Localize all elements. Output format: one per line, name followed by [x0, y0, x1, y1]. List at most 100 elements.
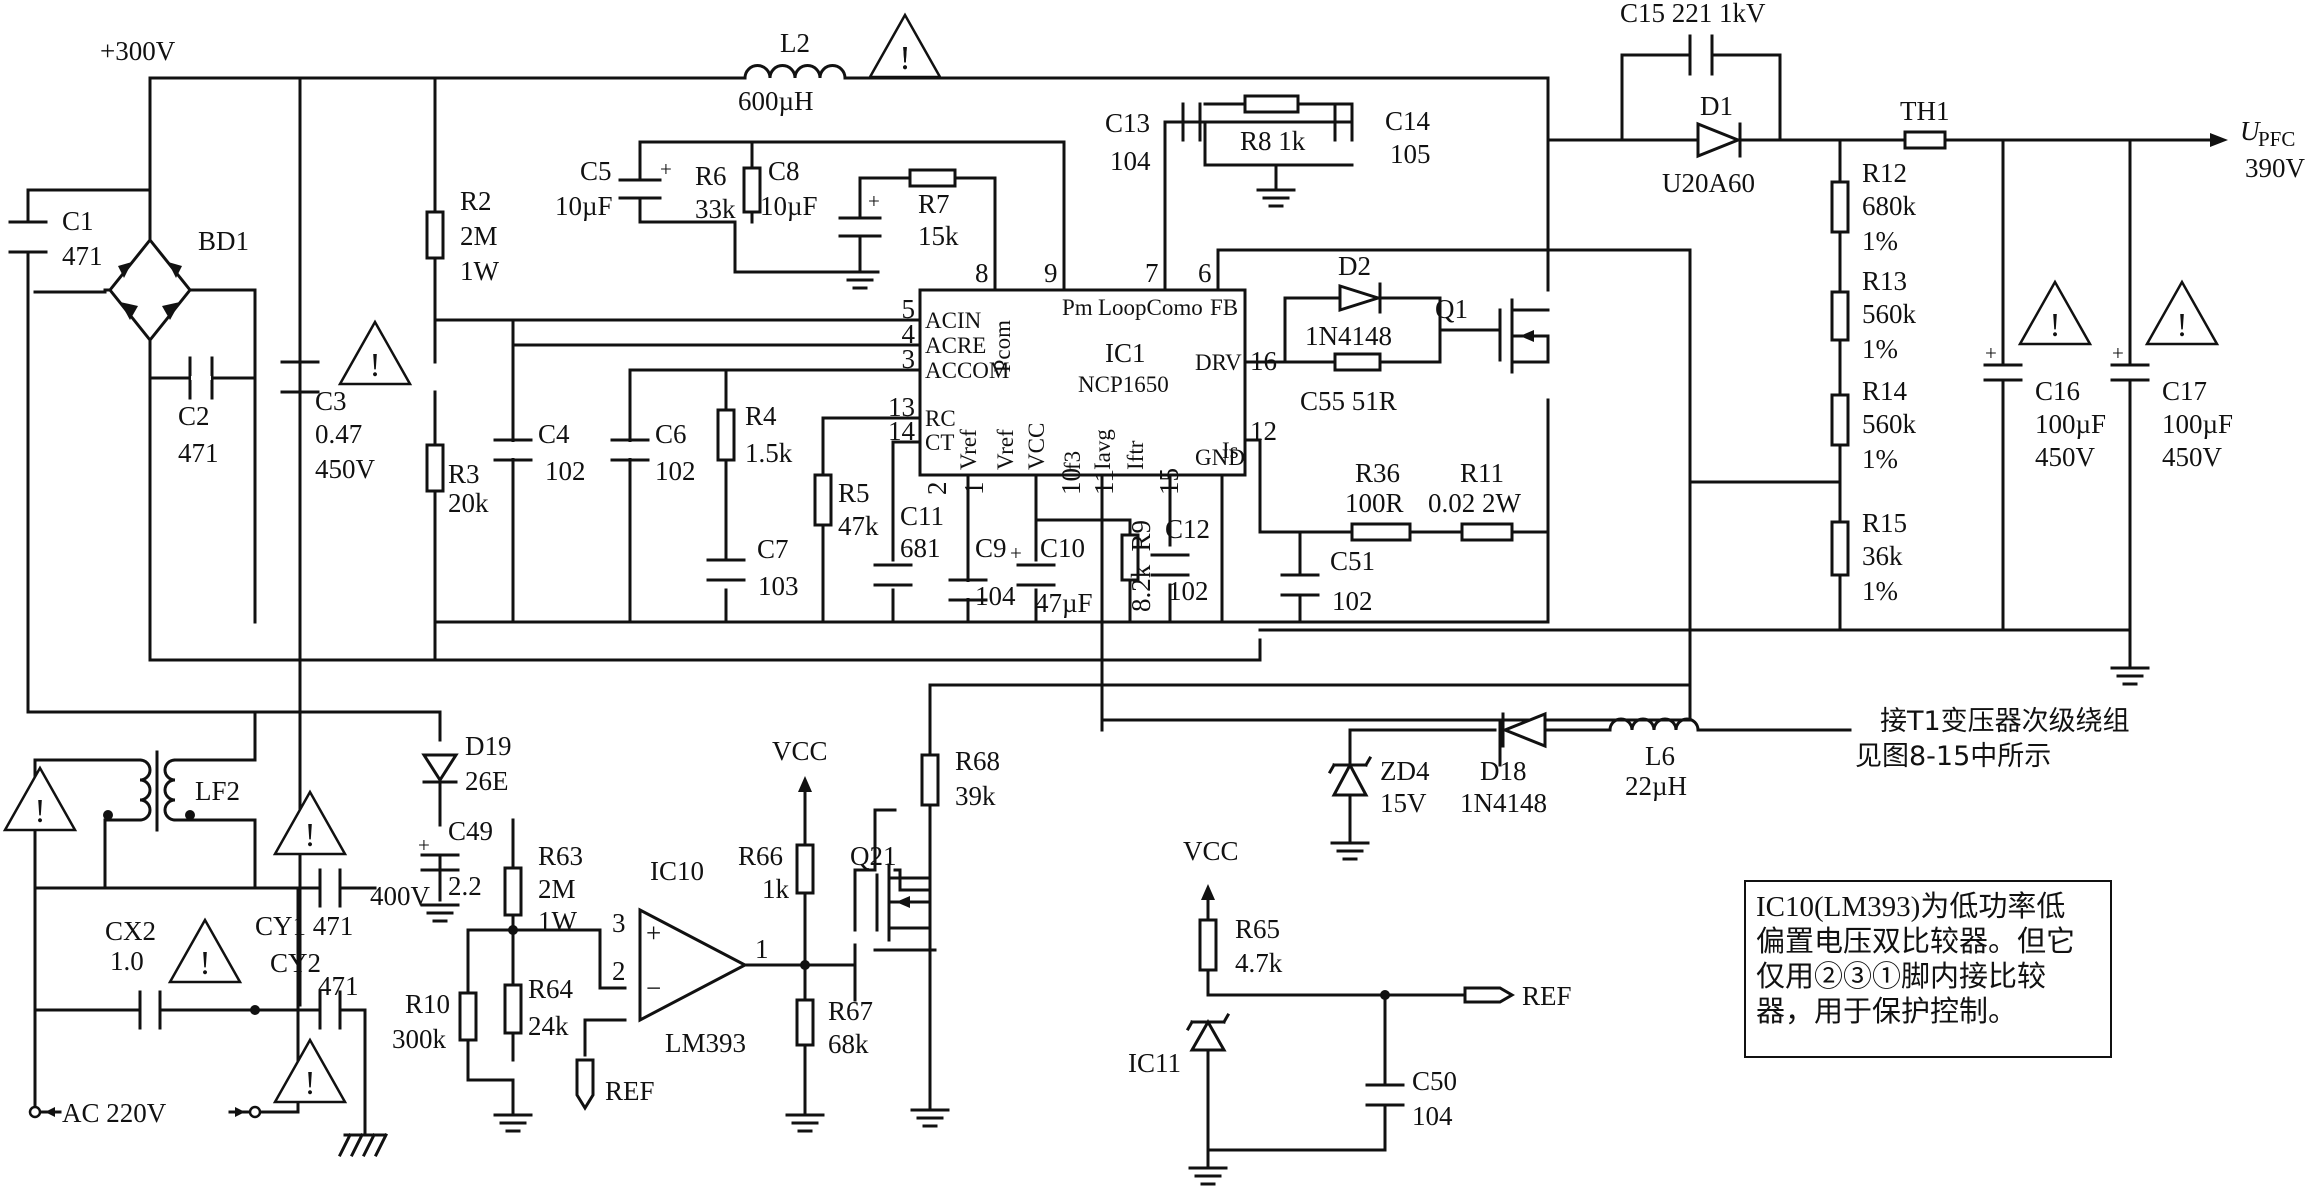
label-c10: C10	[1040, 533, 1085, 563]
label-bd1: BD1	[198, 226, 249, 256]
label-r68-value: 39k	[955, 781, 996, 811]
label-r63: R63	[538, 841, 583, 871]
ic1-body	[918, 288, 1247, 477]
capacitor-c10	[1016, 563, 1056, 587]
note-line: 仅用②③①脚内接比较	[1756, 961, 2047, 993]
svg-text:+: +	[418, 833, 430, 857]
common-mode-choke-lf2	[103, 750, 257, 832]
svg-text:+: +	[868, 189, 880, 213]
label-r13-tol: 1%	[1862, 334, 1898, 364]
ic1-pin-number: 4	[902, 319, 916, 349]
ic1-pin-name: f3	[1060, 451, 1085, 470]
capacitor-c14	[1333, 102, 1354, 142]
opamp-minus: −	[646, 973, 661, 1003]
label-c17: C17	[2162, 376, 2207, 406]
label-r66-value: 1k	[762, 874, 790, 904]
capacitor-c16: +	[1983, 341, 2023, 382]
label-c4: C4	[538, 419, 570, 449]
ic1-pin-name: Is	[1222, 438, 1239, 463]
warning-icon	[2018, 280, 2092, 346]
label-r13-value: 560k	[1862, 299, 1917, 329]
diode-d19	[421, 753, 459, 784]
capacitor-c12	[1150, 553, 1190, 577]
ic1-pin-name: Vref	[993, 429, 1018, 470]
warning-symbols: !	[3, 13, 2219, 1104]
label-r12: R12	[1862, 158, 1907, 188]
label-r67-value: 68k	[828, 1029, 869, 1059]
label-c11-value: 681	[900, 533, 941, 563]
svg-text:+: +	[2112, 341, 2124, 365]
ic1-pin-number: 8	[975, 258, 989, 288]
label-c4-value: 102	[545, 456, 586, 486]
label-c16-voltage: 450V	[2035, 442, 2096, 472]
capacitor-cy1	[318, 868, 342, 908]
resistor-r3	[425, 443, 445, 493]
ic1-pin-name: Iavg	[1090, 429, 1115, 470]
label-c7-value: 103	[758, 571, 799, 601]
ic1-pin-number: 11	[1089, 469, 1119, 495]
label-r11: R11	[1460, 458, 1504, 488]
capacitor-c17: +	[2110, 341, 2150, 382]
ic1-pin-name: Pcom	[990, 320, 1015, 373]
label-r14-tol: 1%	[1862, 444, 1898, 474]
label-r3-value: 20k	[448, 488, 489, 518]
label-ac: AC 220V	[62, 1098, 167, 1128]
label-r68: R68	[955, 746, 1000, 776]
label-c9-value: 104	[975, 581, 1016, 611]
resistor-r15	[1830, 520, 1850, 577]
label-upfc: U	[2240, 116, 2261, 146]
label-zd4-value: 15V	[1380, 788, 1427, 818]
label-c49: C49	[448, 816, 493, 846]
label-r14: R14	[1862, 376, 1908, 406]
label-r2-value: 2M	[460, 221, 498, 251]
ic1-pin-number: 12	[1250, 416, 1277, 446]
opamp-pin3: 3	[612, 908, 626, 938]
ic1-pin-name: ACCOM	[925, 358, 1009, 383]
ic1-pin-name: DRV	[1195, 350, 1242, 375]
label-t1-line1: 接T1变压器次级绕组	[1880, 706, 2130, 737]
capacitor-c2	[148, 356, 257, 400]
label-c9: C9	[975, 533, 1007, 563]
label-c51: C51	[1330, 546, 1375, 576]
capacitor-c1	[8, 220, 48, 254]
capacitor-c15	[1688, 34, 1714, 76]
warning-icon	[3, 766, 77, 832]
resistor-r12	[1830, 180, 1850, 234]
ic1-pin-name: ACIN	[925, 308, 982, 333]
capacitor-cx2	[138, 990, 162, 1030]
label-d19: D19	[465, 731, 512, 761]
label-cx2-value: 1.0	[110, 946, 144, 976]
label-q1: Q1	[1435, 294, 1468, 324]
label-c8: C8	[768, 156, 800, 186]
resistor-r8	[1243, 94, 1300, 114]
mosfet-q1	[1498, 298, 1550, 374]
label-d19-value: 26E	[465, 766, 509, 796]
ic1-pin-number: 13	[888, 392, 915, 422]
label-r4: R4	[745, 401, 777, 431]
resistor-r4	[716, 408, 736, 462]
opamp-plus: +	[646, 918, 661, 948]
label-th1: TH1	[1900, 96, 1950, 126]
label-r15-value: 36k	[1862, 541, 1903, 571]
label-r2-power: 1W	[460, 256, 500, 286]
label-c8-value: 10µF	[760, 191, 818, 221]
label-c6-value: 102	[655, 456, 696, 486]
label-d2-value: 1N4148	[1305, 321, 1392, 351]
label-r2: R2	[460, 186, 492, 216]
ic1-pin-number: 14	[888, 416, 916, 446]
label-l2-value: 600µH	[738, 86, 814, 116]
capacitor-c3	[280, 360, 320, 394]
diode-d18	[1500, 711, 1547, 749]
resistor-r64	[503, 983, 523, 1035]
capacitor-cy2	[318, 990, 342, 1030]
label-c15: C15 221 1kV	[1620, 0, 1766, 28]
thermistor-th1	[1903, 130, 1947, 150]
capacitor-c13	[1181, 102, 1202, 142]
label-c13-value: 104	[1110, 146, 1151, 176]
label-r7-value: 15k	[918, 221, 959, 251]
label-c3-voltage: 450V	[315, 454, 376, 484]
label-c11: C11	[900, 501, 944, 531]
inductor-l2	[743, 64, 847, 80]
wiring	[26, 53, 2212, 1167]
bridge-rectifier-bd1	[103, 170, 257, 343]
